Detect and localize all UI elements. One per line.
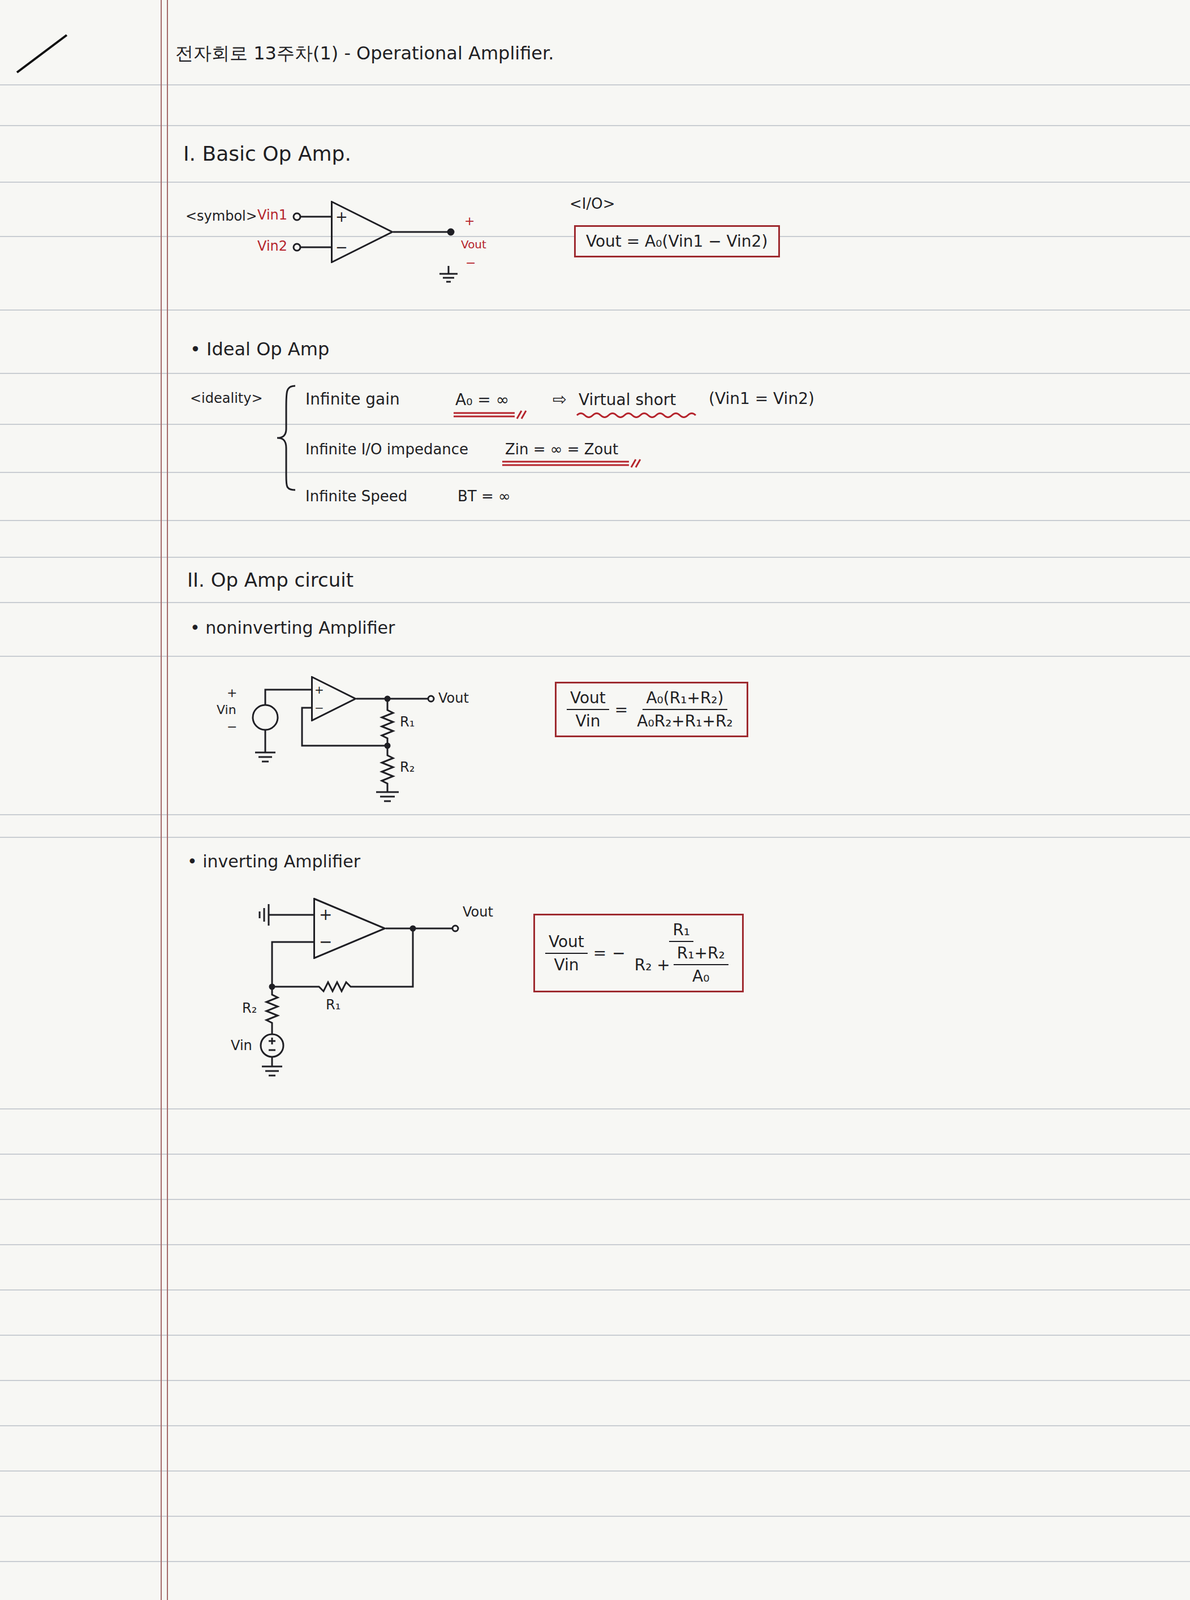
signal-name: Vout <box>459 237 489 252</box>
ruled-lines <box>0 84 1190 1562</box>
page-title: 전자회로 13주차(1) - Operational Amplifier. <box>173 42 556 64</box>
fraction: VoutVin <box>545 931 588 975</box>
opamp-outline <box>311 675 357 722</box>
pin-name: Vin2 <box>255 238 290 255</box>
denominator: A₀R₂+R₁+R₂ <box>633 709 736 731</box>
note-tag: <I/O> <box>567 195 617 213</box>
resistor-name: R₂ <box>398 759 417 776</box>
bullet-heading: • Ideal Op Amp <box>188 338 331 360</box>
emphasis-marks <box>453 410 696 468</box>
resistor-name: R₂ <box>240 999 259 1017</box>
pin-name: Vin1 <box>255 207 290 224</box>
denominator: Vin <box>571 709 604 731</box>
denominator: A₀ <box>688 964 713 986</box>
formula-term: A₀R₂+R₁+R₂ <box>636 710 733 731</box>
signal-name: Vin <box>214 702 239 718</box>
formula-term: Vin <box>553 954 579 975</box>
arrow-symbol: ⇨ <box>550 389 569 410</box>
equation-text: (Vin1 = Vin2) <box>706 389 817 409</box>
formula-term: = <box>614 699 628 720</box>
note-tag: <symbol> <box>183 208 260 225</box>
numerator: Vout <box>566 687 610 710</box>
ideality-brace <box>277 385 296 490</box>
equation-text: BT = ∞ <box>455 487 513 506</box>
polarity-mark: − <box>463 255 478 271</box>
formula-term: R₁ <box>672 919 691 940</box>
pen-mark <box>16 35 67 73</box>
equation-text: Zin = ∞ = Zout <box>503 440 620 459</box>
formula-term: Vout <box>548 931 585 952</box>
denominator: Vin <box>550 953 582 975</box>
margin-lines <box>161 0 168 1600</box>
property-text: Infinite Speed <box>303 487 409 506</box>
signal-name: Vout <box>436 690 471 707</box>
formula-term: − <box>611 942 625 963</box>
fraction: A₀(R₁+R₂)A₀R₂+R₁+R₂ <box>633 687 736 731</box>
formula-term: A₀ <box>692 966 710 986</box>
section-heading: II. Op Amp circuit <box>185 568 356 592</box>
signal-name: Vin <box>229 1037 254 1054</box>
formula-box: Vout = A₀(Vin1 − Vin2) <box>574 225 780 258</box>
opamp-triangle <box>312 677 356 721</box>
resistor-name: R₁ <box>324 996 343 1013</box>
formula-row: R₂ + R₁+R₂ A₀ <box>634 942 729 986</box>
equation-text: A₀ = ∞ <box>453 390 511 410</box>
formula-term: R₂ + <box>634 954 671 975</box>
polarity-mark: + <box>225 685 239 701</box>
formula-term: Vin <box>575 710 601 731</box>
resistor-name: R₁ <box>398 713 417 731</box>
fraction: VoutVin <box>566 687 610 731</box>
section-heading: I. Basic Op Amp. <box>181 141 353 166</box>
formula-box: VoutVin=−R₁R₂ +R₁+R₂A₀ <box>533 913 744 993</box>
fraction: R₁R₂ + R₁+R₂ A₀ <box>631 919 732 986</box>
noninverting-wires <box>252 689 434 801</box>
formula-box: VoutVin=A₀(R₁+R₂)A₀R₂+R₁+R₂ <box>554 681 749 737</box>
numerator: A₀(R₁+R₂) <box>642 687 727 710</box>
bullet-heading: • inverting Amplifier <box>185 851 362 872</box>
property-text: Virtual short <box>576 390 678 410</box>
inverting-wires <box>259 903 459 1076</box>
property-text: Infinite I/O impedance <box>303 440 471 459</box>
opamp-triangle <box>314 898 386 959</box>
formula-term: = <box>593 942 607 963</box>
opamp-symbol: +− <box>330 200 394 263</box>
formula-term: Vout <box>570 687 606 708</box>
polarity-mark: + <box>462 213 477 229</box>
bullet-heading: • noninverting Amplifier <box>188 617 397 638</box>
formula-term: A₀(R₁+R₂) <box>645 687 724 708</box>
polarity-mark: − <box>225 719 239 735</box>
signal-name: Vout <box>460 903 495 921</box>
formula-term: Vout = A₀(Vin1 − Vin2) <box>585 231 768 252</box>
numerator: Vout <box>545 931 588 954</box>
note-tag: <ideality> <box>188 390 265 407</box>
opamp-triangle <box>332 201 393 263</box>
input-polarity: − <box>318 933 333 950</box>
input-polarity: + <box>314 683 325 696</box>
input-polarity: − <box>314 701 325 714</box>
opamp-symbol: +− <box>313 897 386 959</box>
numerator: R₁+R₂ <box>673 942 729 965</box>
numerator: R₁ <box>669 919 694 942</box>
denominator: R₂ + R₁+R₂ A₀ <box>631 941 732 986</box>
input-polarity: − <box>335 239 348 255</box>
input-polarity: + <box>318 906 333 923</box>
fraction: R₁+R₂ A₀ <box>673 942 729 986</box>
property-text: Infinite gain <box>303 389 402 409</box>
input-polarity: + <box>335 209 348 224</box>
formula-term: R₁+R₂ <box>677 942 726 963</box>
opamp-symbol: +− <box>311 675 357 722</box>
